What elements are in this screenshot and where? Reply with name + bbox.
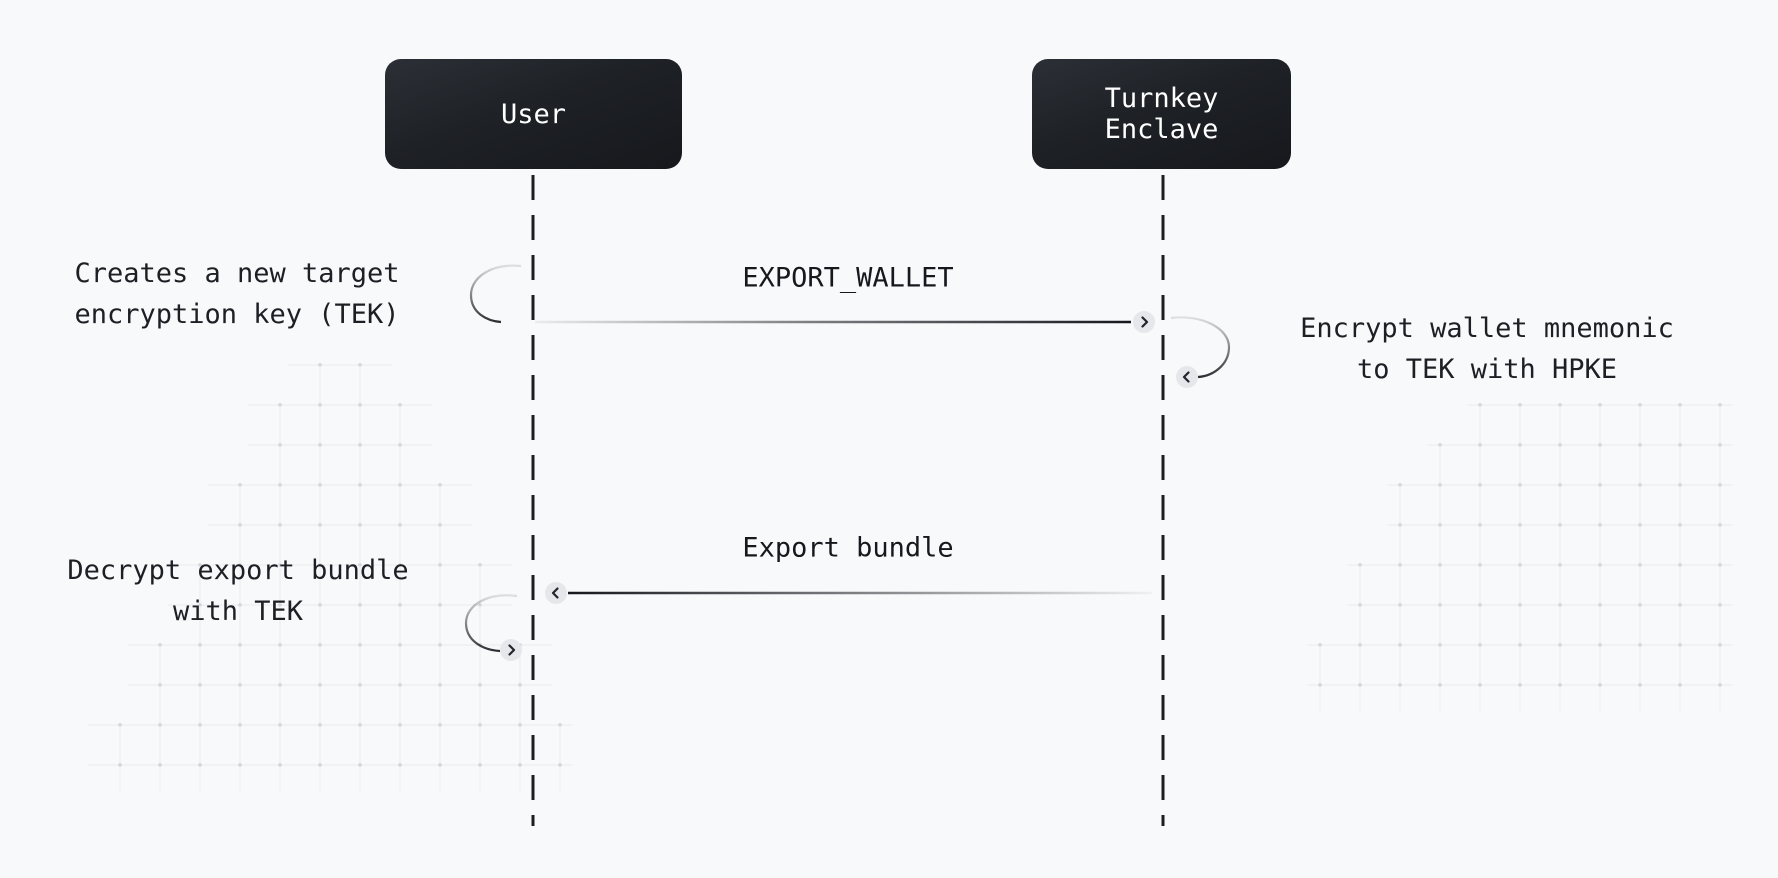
annotation-decrypt-bundle-line1: Decrypt export bundle	[67, 555, 409, 586]
annotation-decrypt-bundle: Decrypt export bundle with TEK	[67, 550, 408, 632]
chevron-right-icon	[1133, 311, 1155, 333]
annotation-encrypt-mnemonic: Encrypt wallet mnemonic to TEK with HPKE	[1300, 308, 1674, 390]
annotation-encrypt-mnemonic-line2: to TEK with HPKE	[1356, 354, 1618, 385]
self-loop-encrypt-mnemonic	[1170, 316, 1231, 379]
encrypt-loop-head	[1176, 366, 1198, 388]
export-wallet-head	[1133, 311, 1155, 333]
annotation-encrypt-mnemonic-line1: Encrypt wallet mnemonic	[1300, 313, 1674, 344]
annotation-creates-tek: Creates a new target encryption key (TEK…	[74, 253, 399, 335]
decrypt-loop-head	[500, 639, 522, 661]
actor-user: User	[385, 59, 682, 169]
chevron-right-icon	[500, 639, 522, 661]
message-label-export-wallet: EXPORT_WALLET	[742, 262, 954, 294]
actor-user-label: User	[500, 98, 567, 130]
export-bundle-head	[545, 582, 567, 604]
message-label-export-bundle: Export bundle	[742, 532, 954, 564]
annotation-creates-tek-line2: encryption key (TEK)	[74, 299, 400, 330]
annotation-decrypt-bundle-line2: with TEK	[172, 596, 304, 627]
self-loop-decrypt-bundle	[464, 594, 518, 653]
chevron-left-icon	[1176, 366, 1198, 388]
chevron-left-icon	[545, 582, 567, 604]
self-loop-creates-tek	[469, 264, 522, 324]
dot-grid-pattern-left	[88, 363, 572, 793]
actor-turnkey-label-line1: Turnkey	[1104, 83, 1219, 114]
actor-turnkey-label-line2: Enclave	[1104, 114, 1219, 145]
actor-turnkey-enclave: Turnkey Enclave	[1032, 59, 1291, 169]
dot-grid-pattern-right	[1308, 403, 1732, 713]
annotation-creates-tek-line1: Creates a new target	[74, 258, 400, 289]
